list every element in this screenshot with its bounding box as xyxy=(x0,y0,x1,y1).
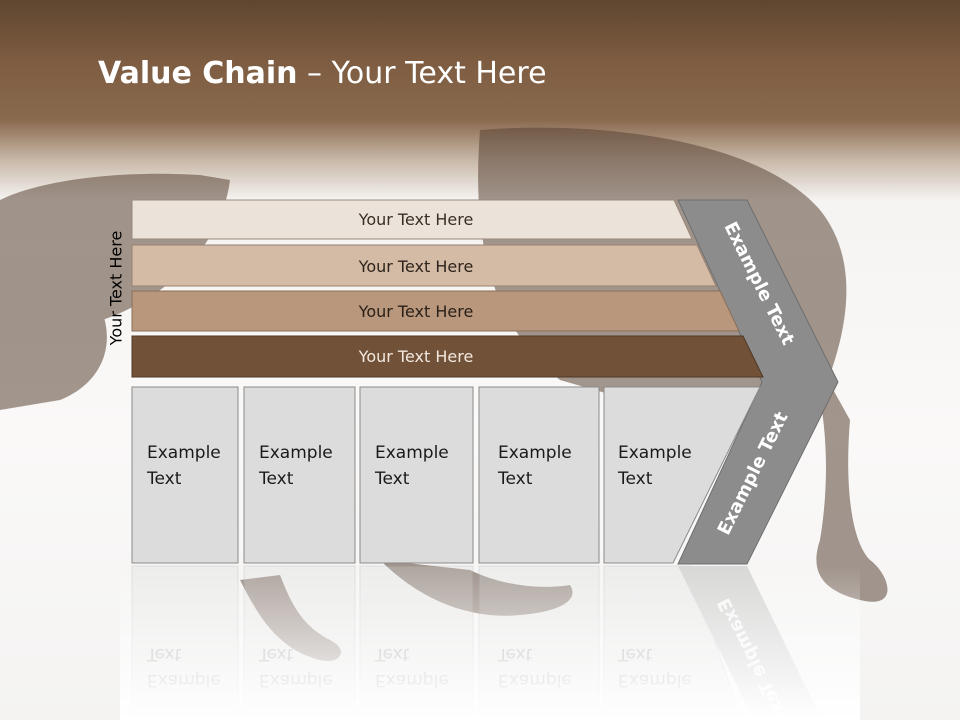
bar-3-label: Your Text Here xyxy=(358,302,474,321)
box-2: Example Text xyxy=(243,386,356,564)
box-5-line1: Example xyxy=(618,443,692,463)
box-2-line2: Text xyxy=(258,469,294,489)
box-5: Example Text xyxy=(603,386,761,564)
box-4-line1: Example xyxy=(498,443,572,463)
box-5-line2: Text xyxy=(617,469,653,489)
box-3-line1: Example xyxy=(375,443,449,463)
box-5-shape xyxy=(603,386,761,564)
box-1-line1: Example xyxy=(147,443,221,463)
box-1-line2: Text xyxy=(146,469,182,489)
bar-1: Your Text Here xyxy=(131,199,693,240)
box-2-line1: Example xyxy=(259,443,333,463)
box-4-shape xyxy=(478,386,600,564)
bar-2-label: Your Text Here xyxy=(358,257,474,276)
box-1-shape xyxy=(131,386,239,564)
box-3: Example Text xyxy=(359,386,474,564)
bar-3-shape xyxy=(131,290,740,332)
bar-2-shape xyxy=(131,244,717,287)
bar-1-label: Your Text Here xyxy=(358,210,474,229)
page-title: Value Chain – Your Text Here xyxy=(98,56,547,91)
box-1: Example Text xyxy=(131,386,239,564)
title-bold: Value Chain xyxy=(98,56,298,91)
reflection-fade xyxy=(120,566,860,720)
title-rest: – Your Text Here xyxy=(297,56,547,91)
box-3-line2: Text xyxy=(374,469,410,489)
bar-2: Your Text Here xyxy=(131,244,717,287)
box-4-line2: Text xyxy=(497,469,533,489)
bar-4-label: Your Text Here xyxy=(358,347,474,366)
bar-3: Your Text Here xyxy=(131,290,740,332)
bar-4-shape xyxy=(131,335,764,378)
box-3-shape xyxy=(359,386,474,564)
bar-1-shape xyxy=(131,199,693,240)
chevron-arrow xyxy=(677,199,839,565)
bar-4: Your Text Here xyxy=(131,335,764,378)
box-4: Example Text xyxy=(478,386,600,564)
box-2-shape xyxy=(243,386,356,564)
